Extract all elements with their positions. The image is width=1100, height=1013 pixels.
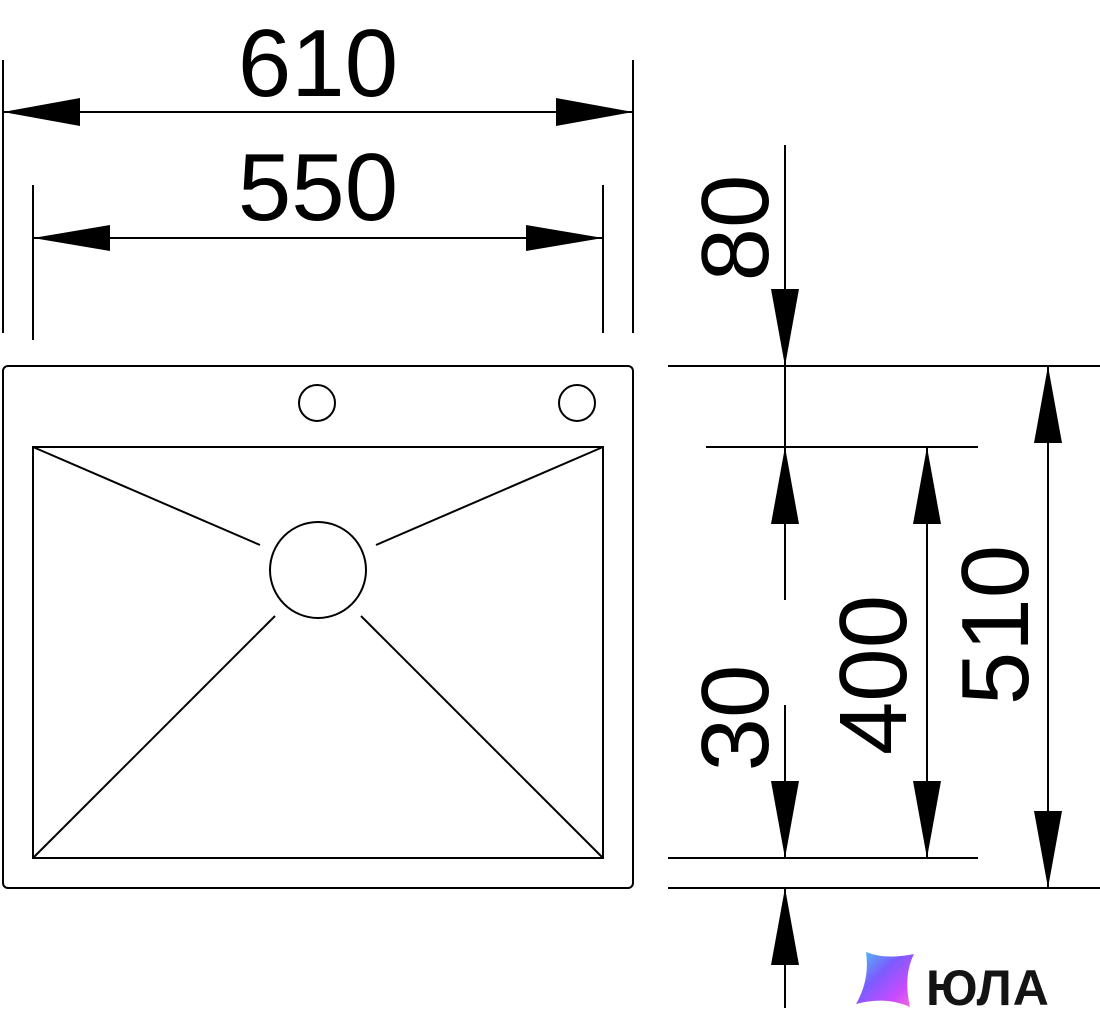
depth-arrowheads	[771, 289, 1062, 965]
slope-line-top-right	[375, 446, 604, 546]
arrowhead-400-up	[913, 447, 941, 524]
yula-logo: ЮЛА	[856, 952, 1050, 1013]
arrowhead-30-up	[771, 888, 799, 965]
slope-line-bottom-right	[360, 615, 604, 859]
slope-line-bottom-left	[32, 615, 276, 859]
arrowhead-550-right	[526, 225, 603, 251]
sink-bowl	[32, 446, 604, 859]
top-offset-label: 80	[682, 175, 789, 282]
slope-line-top-left	[32, 446, 261, 546]
bottom-offset-label: 30	[682, 665, 789, 772]
arrowhead-400-down	[913, 781, 941, 858]
tap-hole-right	[558, 384, 596, 422]
arrowhead-510-down	[1034, 811, 1062, 888]
sink-plan	[2, 365, 634, 889]
bowl-width-label: 550	[238, 134, 398, 241]
arrowhead-30-down	[771, 781, 799, 858]
yula-logo-text: ЮЛА	[926, 960, 1050, 1013]
yula-star-icon	[856, 952, 914, 1007]
width-arrowheads	[3, 98, 633, 251]
arrowhead-80-up	[771, 447, 799, 524]
arrowhead-510-up	[1034, 366, 1062, 443]
arrowhead-80-down	[771, 289, 799, 366]
tap-hole-left	[298, 384, 336, 422]
drain-hole	[269, 521, 367, 619]
arrowhead-610-left	[3, 98, 80, 126]
width-dimensions	[2, 60, 634, 340]
arrowhead-610-right	[556, 98, 633, 126]
bowl-depth-label: 400	[820, 595, 927, 755]
arrowhead-550-left	[33, 225, 110, 251]
sink-outer-rim	[2, 365, 634, 889]
overall-width-label: 610	[238, 10, 398, 117]
overall-depth-label: 510	[942, 545, 1049, 705]
